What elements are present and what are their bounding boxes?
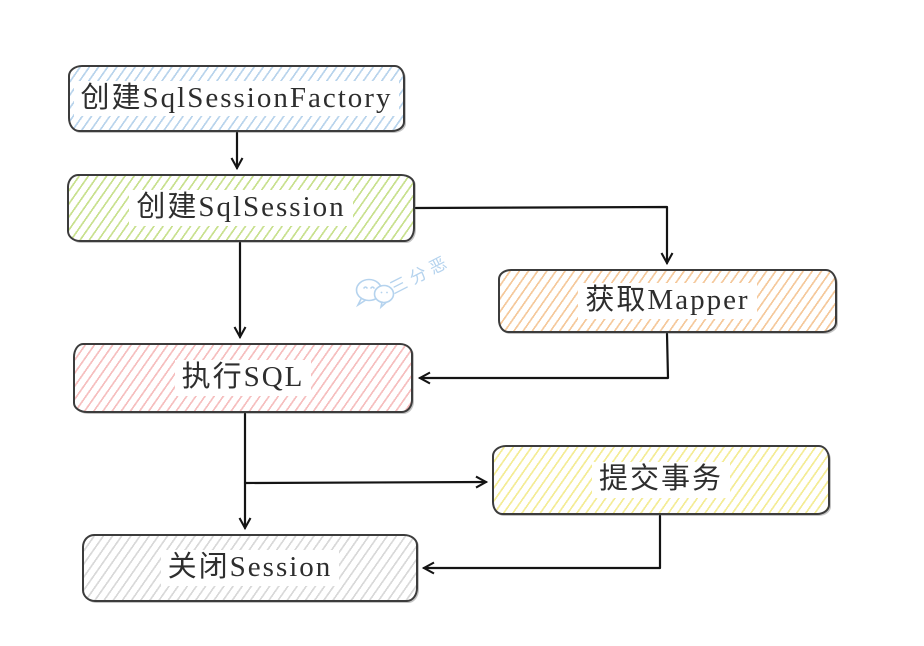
edge-session-to-getmapper bbox=[414, 205, 674, 266]
node-execute-sql: 执行SQL bbox=[73, 343, 413, 413]
node-commit-transaction: 提交事务 bbox=[492, 445, 830, 515]
watermark: 三分恶 bbox=[352, 251, 472, 318]
node-label: 创建SqlSessionFactory bbox=[73, 80, 400, 117]
edge-executesql-to-commit bbox=[243, 475, 489, 489]
node-get-mapper: 获取Mapper bbox=[498, 269, 837, 333]
node-label: 创建SqlSession bbox=[129, 190, 353, 226]
wechat-icon bbox=[355, 278, 395, 310]
node-label: 执行SQL bbox=[174, 360, 312, 396]
node-label: 提交事务 bbox=[591, 462, 730, 498]
edge-commit-to-closesession bbox=[421, 514, 662, 575]
node-create-sqlsession: 创建SqlSession bbox=[67, 174, 415, 242]
node-label: 关闭Session bbox=[160, 550, 340, 586]
node-close-session: 关闭Session bbox=[82, 534, 418, 602]
node-create-sqlsessionfactory: 创建SqlSessionFactory bbox=[68, 65, 405, 132]
edge-getmapper-to-executesql bbox=[417, 332, 670, 385]
watermark-text: 三分恶 bbox=[386, 251, 455, 299]
node-label: 获取Mapper bbox=[578, 283, 757, 319]
